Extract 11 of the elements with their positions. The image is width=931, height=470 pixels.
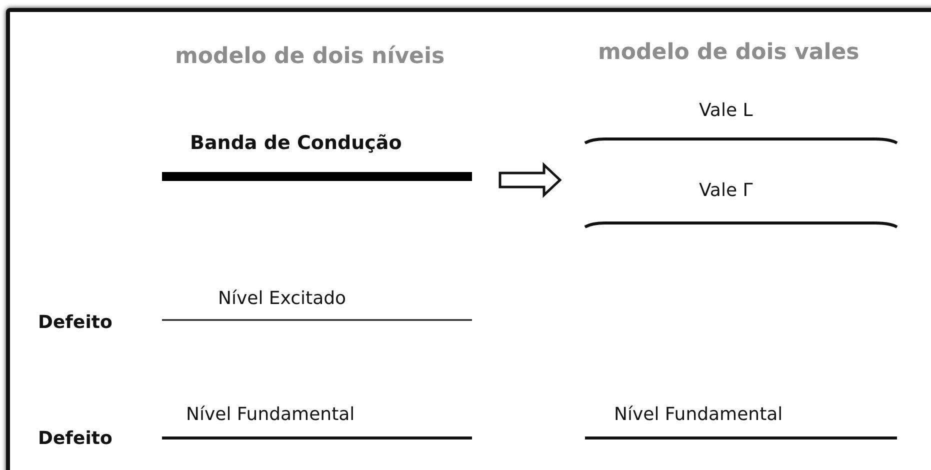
model-heading: modelo de dois níveis xyxy=(175,44,445,69)
hollow-arrow xyxy=(498,162,562,198)
valley-label: Vale L xyxy=(699,100,753,121)
band-label: Banda de Condução xyxy=(190,132,402,154)
level-label: Nível Fundamental xyxy=(614,404,783,425)
level-label: Nível Fundamental xyxy=(186,404,355,425)
model-heading: modelo de dois vales xyxy=(598,40,860,65)
level-label: Nível Excitado xyxy=(218,288,346,309)
defect-label: Defeito xyxy=(38,428,112,449)
defect-label: Defeito xyxy=(38,312,112,333)
valley-label: Vale Γ xyxy=(699,180,753,201)
